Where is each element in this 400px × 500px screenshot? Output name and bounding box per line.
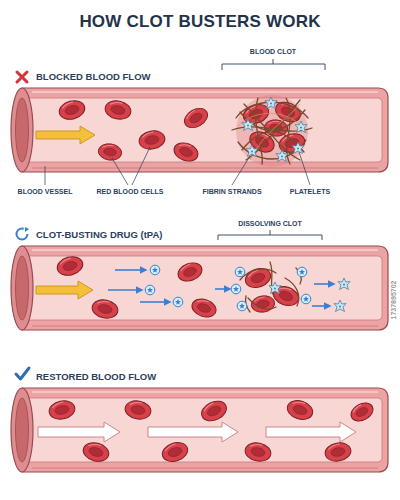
panel-heading: CLOT-BUSTING DRUG (tPA) bbox=[36, 229, 162, 241]
panel-heading: BLOCKED BLOOD FLOW bbox=[36, 71, 151, 83]
part-label: FIBRIN STRANDS bbox=[202, 187, 261, 196]
part-label: PLATELETS bbox=[290, 187, 330, 196]
vessel-panel: RESTORED BLOOD FLOW bbox=[10, 388, 388, 472]
part-label: RED BLOOD CELLS bbox=[97, 187, 164, 196]
blocked-icon bbox=[17, 72, 27, 82]
drug-icon bbox=[17, 227, 30, 240]
bracket-label: DISSOLVING CLOT bbox=[238, 219, 302, 228]
restored-vessel bbox=[11, 388, 388, 472]
vessel-panel: BLOCKED BLOOD FLOW bbox=[10, 88, 388, 172]
watermark-number: 1737895702 bbox=[389, 281, 398, 320]
dissolving-vessel bbox=[11, 246, 388, 330]
diagram-title: HOW CLOT BUSTERS WORK bbox=[0, 12, 400, 32]
blocked-vessel bbox=[11, 88, 388, 172]
bracket-label: BLOOD CLOT bbox=[250, 47, 296, 56]
clot-bracket bbox=[222, 59, 325, 70]
panel-heading: RESTORED BLOOD FLOW bbox=[36, 371, 156, 383]
clot-bracket bbox=[218, 230, 322, 240]
vessel-panel: CLOT-BUSTING DRUG (tPA) bbox=[10, 246, 388, 330]
restored-icon bbox=[16, 368, 29, 379]
part-label: BLOOD VESSEL bbox=[18, 187, 73, 196]
leader-lines bbox=[45, 147, 310, 185]
